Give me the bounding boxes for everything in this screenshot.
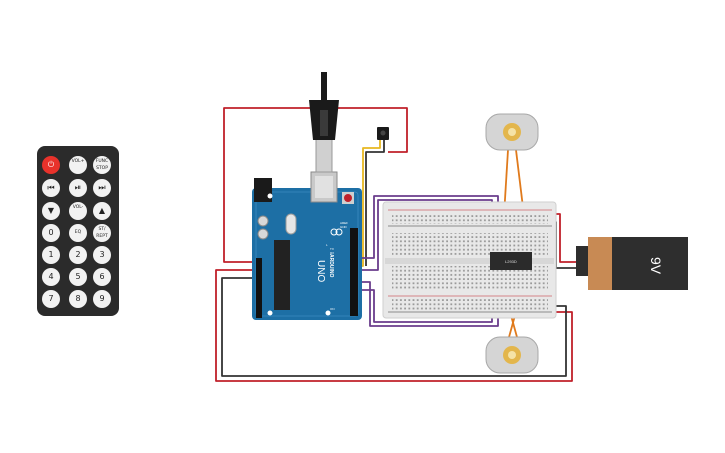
ir-remote[interactable]: ⏻ VOL+ FUNC STOP ⏮ ⏯ ⏭ ▼ VOL- ▲ 0 EQ ST/…	[37, 146, 119, 316]
remote-0-button[interactable]: 0	[42, 224, 60, 242]
remote-next-button[interactable]: ⏭	[93, 179, 111, 197]
remote-4-button[interactable]: 4	[42, 268, 60, 286]
remote-st-rept-button[interactable]: ST/ REPT	[93, 224, 111, 242]
on-label: ON	[330, 307, 335, 311]
driver-chip-label: L293D	[505, 259, 517, 264]
aref-label: AREF	[340, 221, 348, 225]
remote-5-button[interactable]: 5	[69, 268, 87, 286]
analog-header	[256, 258, 262, 318]
l293d-chip[interactable]: L293D	[490, 252, 532, 270]
digital-header	[350, 228, 358, 316]
reset-button[interactable]	[344, 194, 352, 202]
atmega-chip	[274, 240, 290, 310]
wire-red-bottom	[215, 269, 573, 382]
ir-receiver[interactable]	[377, 127, 389, 140]
motor-bottom[interactable]	[485, 336, 539, 374]
gnd-label: GND	[340, 225, 348, 229]
remote-prev-button[interactable]: ⏮	[42, 179, 60, 197]
battery-label: 9V	[648, 257, 664, 275]
remote-vol-down-button[interactable]: VOL-	[69, 202, 87, 220]
remote-9-button[interactable]: 9	[93, 290, 111, 308]
remote-1-button[interactable]: 1	[42, 246, 60, 264]
remote-func-stop-button[interactable]: FUNC STOP	[93, 156, 111, 174]
usb-cable	[309, 72, 339, 173]
remote-eq-button[interactable]: EQ	[69, 224, 87, 242]
remote-power-button[interactable]: ⏻	[42, 156, 60, 174]
remote-7-button[interactable]: 7	[42, 290, 60, 308]
remote-2-button[interactable]: 2	[69, 246, 87, 264]
arduino-model-text: UNO	[315, 260, 326, 282]
wire-black-bottom	[221, 277, 567, 377]
remote-vol-up-button[interactable]: VOL+	[69, 156, 87, 174]
remote-up-button[interactable]: ▲	[93, 202, 111, 220]
tx-label: TX	[330, 247, 334, 251]
l-label: L	[326, 243, 328, 247]
motor-top[interactable]	[485, 113, 539, 151]
remote-8-button[interactable]: 8	[69, 290, 87, 308]
remote-play-pause-button[interactable]: ⏯	[69, 179, 87, 197]
remote-6-button[interactable]: 6	[93, 268, 111, 286]
remote-3-button[interactable]: 3	[93, 246, 111, 264]
rx-label: RX	[330, 251, 334, 255]
arduino-uno-board[interactable]: ARDUINO UNO AREF GND TX RX L ON	[252, 171, 362, 320]
arduino-logo-text: ARDUINO	[328, 254, 334, 277]
battery-9v[interactable]: 9V	[576, 237, 688, 290]
wire-black-ir-gnd	[365, 140, 385, 266]
remote-down-button[interactable]: ▼	[42, 202, 60, 220]
breadboard[interactable]	[382, 201, 557, 319]
